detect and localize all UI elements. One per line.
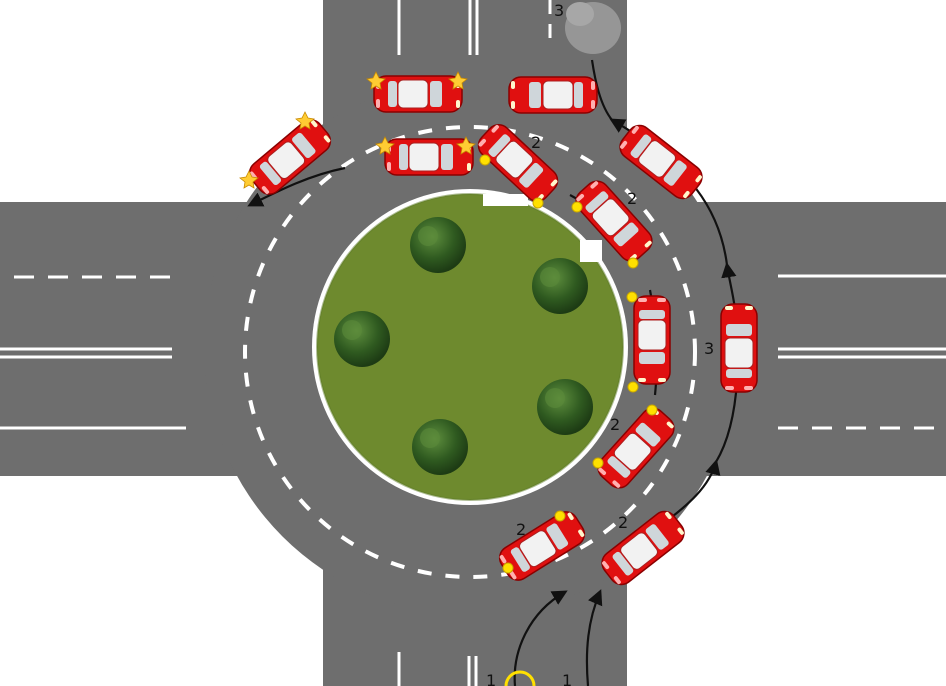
label-entry-1b: 1 (562, 671, 572, 686)
labels: 1 1 2 2 2 2 2 3 3 (486, 1, 714, 686)
car-north-top (373, 75, 463, 113)
tree-icon (334, 311, 390, 367)
label-ring-2c: 2 (610, 415, 620, 434)
label-top-3: 3 (554, 1, 564, 20)
label-entry-1a: 1 (486, 671, 496, 686)
car-north-exit (508, 76, 598, 114)
label-ring-2b: 2 (618, 513, 628, 532)
turn-indicators (479, 154, 658, 686)
tree-icon (410, 217, 466, 273)
tree-icon (412, 419, 468, 475)
car-east-outer (720, 303, 758, 393)
tree-icon (537, 379, 593, 435)
label-ring-2d: 2 (627, 189, 637, 208)
trees (334, 217, 593, 475)
label-ring-3: 3 (704, 339, 714, 358)
label-ring-2a: 2 (516, 520, 526, 539)
tree-icon (532, 258, 588, 314)
label-ring-2e: 2 (531, 133, 541, 152)
hazard-sparks (239, 71, 476, 189)
car-ring-east-inner (633, 295, 671, 385)
ring-lane-marking (243, 125, 697, 579)
exhaust-smoke (565, 2, 621, 54)
